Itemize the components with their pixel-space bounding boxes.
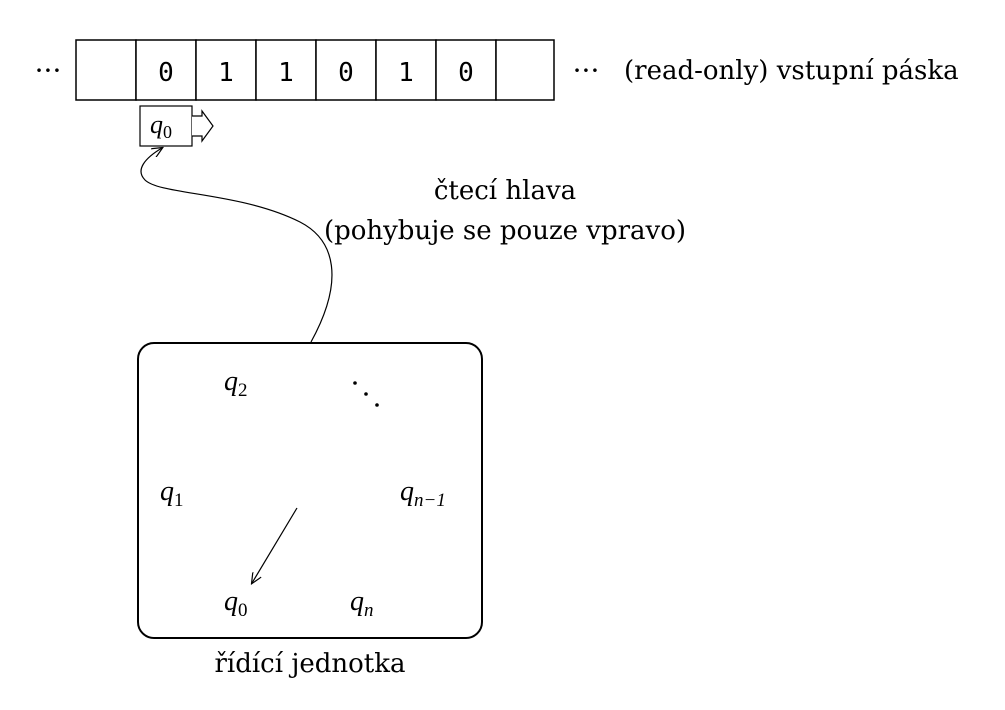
state-q2: q2 [224, 366, 248, 401]
head-connector-curve [140, 148, 333, 343]
tape-cell-0 [75, 39, 137, 101]
control-unit: q2 q1 q0 qn qn−1 [137, 342, 483, 639]
tape-symbol: 1 [218, 58, 234, 88]
state-q0: q0 [224, 586, 248, 621]
control-unit-label: řídící jednotka [214, 649, 405, 679]
state-qn: qn [350, 586, 374, 621]
head-label-line1: čtecí hlava [434, 176, 576, 206]
tape-cell-3 [255, 39, 317, 101]
tape-cell-1 [135, 39, 197, 101]
read-head-right-arrow-icon [192, 109, 214, 143]
tape-left-ellipsis: ··· [35, 54, 62, 87]
tape-symbol: 0 [458, 58, 474, 88]
read-head-state: q0 [150, 110, 172, 142]
tape-label: (read-only) vstupní páska [624, 56, 959, 86]
state-q1: q1 [160, 476, 184, 511]
transition-arrow [252, 507, 298, 583]
tape-cell-7 [495, 39, 555, 101]
tape-symbol: 1 [278, 58, 294, 88]
ellipsis-dot [353, 381, 357, 385]
state-qn-minus-1: qn−1 [400, 476, 446, 511]
ellipsis-dot [375, 403, 379, 407]
tape-symbol: 0 [338, 58, 354, 88]
ellipsis-dot [364, 392, 368, 396]
head-label-line2: (pohybuje se pouze vpravo) [324, 216, 686, 246]
tape-symbol: 1 [398, 58, 414, 88]
tape-cell-5 [375, 39, 437, 101]
tape-cell-2 [195, 39, 257, 101]
tape-symbol: 0 [158, 58, 174, 88]
input-tape: 0 1 1 0 1 0 [75, 39, 555, 101]
tape-right-ellipsis: ··· [573, 54, 600, 87]
read-head-box [139, 105, 193, 147]
control-unit-box [137, 342, 483, 639]
read-head: q0 [139, 105, 214, 147]
tape-cell-6 [435, 39, 497, 101]
